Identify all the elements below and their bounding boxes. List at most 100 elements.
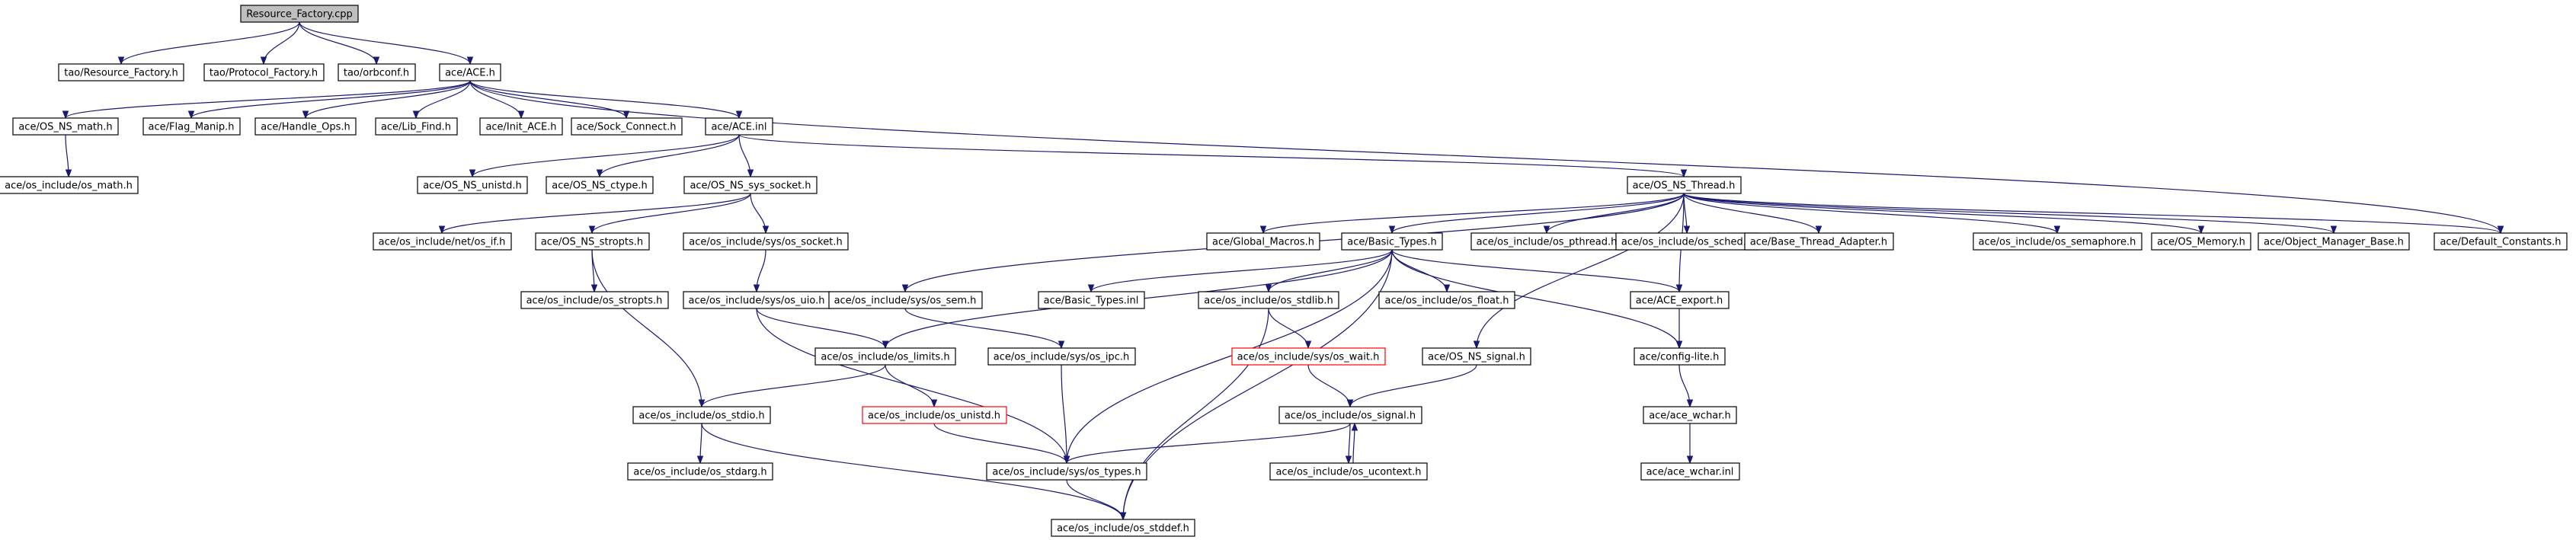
node-label: ace/Base_Thread_Adapter.h — [1750, 237, 1887, 248]
edge-sys-os-uio-to-os-limits — [756, 308, 886, 349]
node-tao-rf[interactable]: tao/Resource_Factory.h — [58, 63, 184, 81]
edge-os-ns-thread-to-os-memory — [1683, 193, 2202, 234]
node-ace-inl[interactable]: ace/ACE.inl — [705, 117, 773, 136]
node-os-ns-thread[interactable]: ace/OS_NS_Thread.h — [1627, 176, 1742, 194]
arrowhead-icon — [901, 284, 909, 293]
node-box — [705, 117, 773, 136]
node-config-lite[interactable]: ace/config-lite.h — [1634, 347, 1726, 366]
node-os-ns-sys-socket[interactable]: ace/OS_NS_sys_socket.h — [683, 176, 818, 194]
node-box — [2434, 232, 2568, 251]
node-label: ace/os_include/os_semaphore.h — [1979, 237, 2136, 248]
node-box — [683, 176, 818, 194]
node-box — [203, 63, 325, 81]
node-label: ace/ace_wchar.h — [1649, 411, 1731, 422]
node-sock-connect[interactable]: ace/Sock_Connect.h — [571, 117, 683, 136]
arrowhead-icon — [2053, 225, 2061, 235]
node-os-ns-stropts[interactable]: ace/OS_NS_stropts.h — [535, 232, 650, 251]
node-os-ns-ctype[interactable]: ace/OS_NS_ctype.h — [546, 176, 654, 194]
node-sys-os-sem[interactable]: ace/os_include/sys/os_sem.h — [828, 291, 983, 309]
edge-ace-h-to-ace-inl — [469, 80, 740, 119]
node-os-sched[interactable]: ace/os_include/os_sched.h — [1615, 232, 1759, 251]
node-box — [439, 63, 501, 81]
node-os-stdio[interactable]: ace/os_include/os_stdio.h — [632, 406, 771, 424]
node-label: ace/os_include/sys/os_sem.h — [834, 296, 977, 307]
edge-basic-types-to-basic-types-inl — [1090, 249, 1393, 292]
node-label: ace/Global_Macros.h — [1212, 237, 1314, 248]
node-os-ns-signal[interactable]: ace/OS_NS_signal.h — [1422, 347, 1531, 366]
node-box — [1231, 347, 1386, 366]
edge-os-ns-thread-to-default-constants — [1683, 193, 2501, 234]
node-tao-orbconf[interactable]: tao/orbconf.h — [338, 63, 416, 81]
edge-sys-os-ipc-to-sys-os-types — [1061, 364, 1067, 464]
node-ace-wchar-h[interactable]: ace/ace_wchar.h — [1643, 406, 1737, 424]
edge-os-ns-thread-to-basic-types — [1391, 193, 1685, 234]
node-os-math[interactable]: ace/os_include/os_math.h — [0, 176, 139, 194]
node-label: ace/os_include/os_sched.h — [1621, 237, 1752, 248]
node-flag-manip[interactable]: ace/Flag_Manip.h — [142, 117, 241, 136]
node-sys-os-ipc[interactable]: ace/os_include/sys/os_ipc.h — [987, 347, 1136, 366]
node-label: ace/Sock_Connect.h — [577, 122, 677, 133]
node-sys-os-socket[interactable]: ace/os_include/sys/os_socket.h — [683, 232, 849, 251]
node-os-stddef[interactable]: ace/os_include/os_stddef.h — [1051, 519, 1195, 537]
node-label: ace/os_include/net/os_if.h — [379, 237, 506, 248]
node-ace-h[interactable]: ace/ACE.h — [439, 63, 501, 81]
node-box — [479, 117, 563, 136]
node-sys-os-wait[interactable]: ace/os_include/sys/os_wait.h — [1231, 347, 1386, 366]
node-os-stdarg[interactable]: ace/os_include/os_stdarg.h — [627, 462, 773, 481]
node-os-ucontext[interactable]: ace/os_include/os_ucontext.h — [1269, 462, 1428, 481]
node-os-signal[interactable]: ace/os_include/os_signal.h — [1278, 406, 1422, 424]
node-os-unistd[interactable]: ace/os_include/os_unistd.h — [862, 406, 1007, 424]
node-label: ace/os_include/sys/os_uio.h — [689, 296, 825, 307]
node-basic-types-inl[interactable]: ace/Basic_Types.inl — [1038, 291, 1145, 309]
edge-os-ns-sys-socket-to-net-os-if — [441, 193, 751, 234]
arrowhead-icon — [1351, 422, 1358, 431]
node-root[interactable]: Resource_Factory.cpp — [240, 5, 359, 23]
node-ace-wchar-inl[interactable]: ace/ace_wchar.inl — [1640, 462, 1740, 481]
edge-basic-types-to-os-float — [1391, 249, 1448, 292]
edge-root-to-tao-rf — [120, 21, 300, 65]
arrowhead-icon — [1675, 284, 1683, 293]
node-label: ace/os_include/os_stdio.h — [638, 411, 764, 422]
arrowhead-icon — [260, 56, 267, 66]
arrowhead-icon — [65, 169, 72, 178]
arrowhead-icon — [753, 284, 760, 293]
node-sys-os-types[interactable]: ace/os_include/sys/os_types.h — [986, 462, 1147, 481]
node-init-ace[interactable]: ace/Init_ACE.h — [479, 117, 563, 136]
node-tao-pf[interactable]: tao/Protocol_Factory.h — [203, 63, 325, 81]
edge-os-ns-thread-to-base-thread-adapter — [1683, 193, 1819, 234]
node-os-memory[interactable]: ace/OS_Memory.h — [2151, 232, 2251, 251]
node-os-float[interactable]: ace/os_include/os_float.h — [1378, 291, 1515, 309]
node-os-semaphore[interactable]: ace/os_include/os_semaphore.h — [1973, 232, 2142, 251]
node-handle-ops[interactable]: ace/Handle_Ops.h — [254, 117, 357, 136]
node-basic-types[interactable]: ace/Basic_Types.h — [1341, 232, 1443, 251]
node-os-stdlib[interactable]: ace/os_include/os_stdlib.h — [1198, 291, 1339, 309]
node-box — [1341, 232, 1443, 251]
node-ace-export[interactable]: ace/ACE_export.h — [1630, 291, 1730, 309]
arrowhead-icon — [412, 110, 420, 120]
node-os-ns-unistd[interactable]: ace/OS_NS_unistd.h — [417, 176, 528, 194]
edge-sys-os-uio-to-sys-os-types — [756, 308, 1067, 464]
node-os-stropts[interactable]: ace/os_include/os_stropts.h — [520, 291, 669, 309]
arrowhead-icon — [1259, 225, 1267, 235]
node-lib-find[interactable]: ace/Lib_Find.h — [375, 117, 458, 136]
node-net-os-if[interactable]: ace/os_include/net/os_if.h — [373, 232, 512, 251]
node-box — [373, 232, 512, 251]
node-global-macros[interactable]: ace/Global_Macros.h — [1206, 232, 1320, 251]
node-os-limits[interactable]: ace/os_include/os_limits.h — [814, 347, 956, 366]
node-label: tao/Protocol_Factory.h — [210, 68, 318, 79]
node-os-pthread[interactable]: ace/os_include/os_pthread.h — [1470, 232, 1624, 251]
arrowhead-icon — [1473, 340, 1480, 350]
node-label: ace/os_include/os_limits.h — [821, 352, 949, 363]
edge-ace-h-to-default-constants — [469, 80, 2501, 234]
node-object-manager-base[interactable]: ace/Object_Manager_Base.h — [2258, 232, 2410, 251]
node-base-thread-adapter[interactable]: ace/Base_Thread_Adapter.h — [1744, 232, 1894, 251]
node-sys-os-uio[interactable]: ace/os_include/sys/os_uio.h — [683, 291, 831, 309]
node-os-ns-math[interactable]: ace/OS_NS_math.h — [12, 117, 119, 136]
arrowhead-icon — [62, 110, 69, 120]
node-box — [546, 176, 654, 194]
edge-sys-os-wait-to-os-signal — [1307, 364, 1351, 407]
node-default-constants[interactable]: ace/Default_Constants.h — [2434, 232, 2568, 251]
arrowhead-icon — [596, 169, 603, 178]
edge-os-ns-stropts-to-os-stdio — [591, 249, 702, 407]
node-label: ace/os_include/os_signal.h — [1285, 411, 1416, 422]
